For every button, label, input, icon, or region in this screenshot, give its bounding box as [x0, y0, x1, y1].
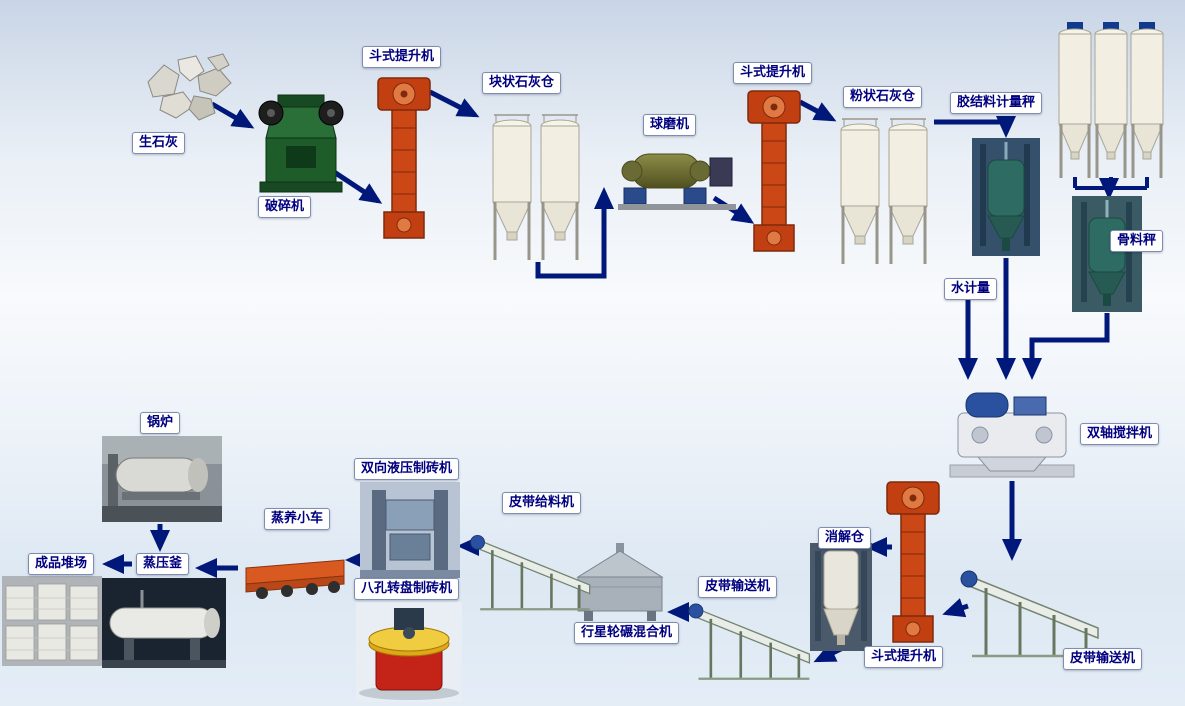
- twin-shaft-mixer-image: [948, 383, 1076, 479]
- belt-feeder-label: 皮带给料机: [502, 492, 582, 514]
- hydraulic-brick-machine-image: [360, 482, 460, 578]
- rotary-brick-machine-image: [356, 602, 462, 702]
- bucket-elevator-2-image: [738, 84, 808, 256]
- rotary-brick-machine-label: 八孔转盘制砖机: [354, 578, 460, 600]
- belt-conveyor-mid-image: [686, 596, 814, 684]
- belt-conveyor-mid-label: 皮带输送机: [698, 576, 778, 598]
- binder-scale-label: 胶结料计量秤: [950, 92, 1043, 114]
- belt-feeder-image: [468, 518, 594, 624]
- block-lime-silos-image: [488, 110, 584, 262]
- product-yard-image: [2, 576, 102, 666]
- planetary-mixer-image: [570, 543, 670, 623]
- storage-silos-image: [1055, 20, 1170, 182]
- crusher-label: 破碎机: [258, 196, 312, 218]
- quicklime-rocks-image: [138, 50, 238, 128]
- digestion-silo-image: [810, 543, 872, 651]
- powder-lime-silos-image: [836, 110, 932, 270]
- digestion-silo-label: 消解仓: [818, 527, 872, 549]
- autoclave-image: [102, 578, 226, 668]
- bucket-elevator-1-image: [368, 72, 438, 242]
- boiler-label: 锅炉: [140, 412, 181, 434]
- powder-lime-silo-label: 粉状石灰仓: [843, 86, 923, 108]
- hydraulic-brick-machine-label: 双向液压制砖机: [354, 458, 460, 480]
- bucket-elevator-3-image: [876, 476, 948, 646]
- belt-conveyor-right-label: 皮带输送机: [1063, 648, 1143, 670]
- bucket-elevator-3-label: 斗式提升机: [864, 646, 944, 668]
- product-yard-label: 成品堆场: [28, 553, 95, 575]
- jaw-crusher-image: [256, 86, 346, 198]
- bucket-elevator-1-label: 斗式提升机: [362, 46, 442, 68]
- quicklime-label: 生石灰: [132, 132, 186, 154]
- ball-mill-label: 球磨机: [643, 114, 697, 136]
- twin-shaft-mixer-label: 双轴搅拌机: [1080, 423, 1160, 445]
- ball-mill-image: [618, 136, 736, 212]
- bucket-elevator-2-label: 斗式提升机: [733, 62, 813, 84]
- aggregate-scale-image: [1072, 196, 1142, 312]
- steam-curing-trolley-image: [242, 550, 348, 604]
- block-lime-silo-label: 块状石灰仓: [482, 72, 562, 94]
- water-meter-label: 水计量: [944, 278, 998, 300]
- steam-curing-trolley-label: 蒸养小车: [264, 508, 331, 530]
- binder-scale-image: [972, 138, 1040, 256]
- belt-conveyor-right-image: [958, 562, 1103, 662]
- boiler-image: [102, 436, 222, 522]
- autoclave-label: 蒸压釜: [136, 553, 190, 575]
- aggregate-scale-label: 骨料秤: [1110, 230, 1164, 252]
- planetary-mixer-label: 行星轮碾混合机: [574, 622, 680, 644]
